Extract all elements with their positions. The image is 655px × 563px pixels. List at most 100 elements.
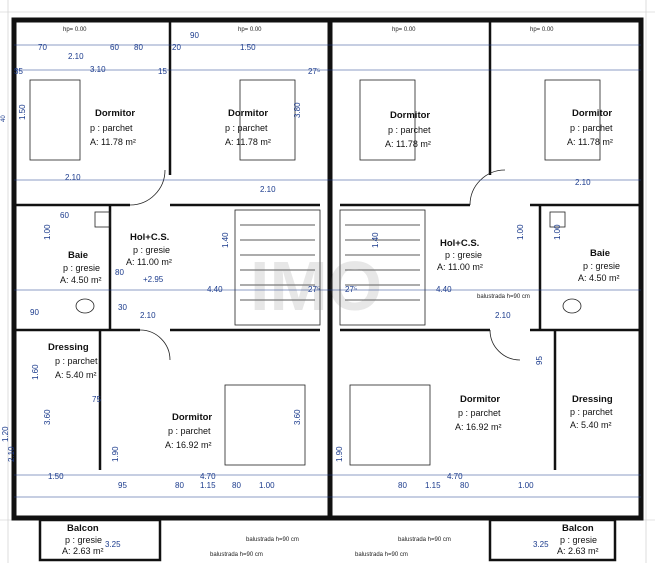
room-floor: p : parchet bbox=[168, 426, 211, 436]
balustrade-note: balustrada h=90 cm bbox=[355, 552, 408, 558]
watermark: IMO bbox=[250, 247, 382, 325]
room-dressing-left: Dressing p : parchet A: 5.40 m² bbox=[48, 342, 98, 380]
room-hol-right: Hol+C.S. p : gresie A: 11.00 m² bbox=[437, 238, 483, 272]
dimension-label: 2.10 bbox=[140, 311, 156, 320]
room-name: Dormitor bbox=[172, 412, 212, 423]
dimension-label: 1.00 bbox=[259, 481, 275, 490]
room-area: A: 11.00 m² bbox=[437, 262, 483, 272]
room-area: A: 16.92 m² bbox=[165, 440, 212, 450]
dimension-label: 30 bbox=[118, 303, 127, 312]
dimension-label: 1.15 bbox=[200, 481, 216, 490]
dimension-label: 1.00 bbox=[553, 224, 562, 240]
room-balcon-right: Balcon p : gresie A: 2.63 m² bbox=[557, 523, 599, 556]
room-floor: p : parchet bbox=[388, 125, 431, 135]
room-name: Hol+C.S. bbox=[130, 232, 169, 243]
dimension-label: 1.90 bbox=[111, 446, 120, 462]
height-note: hp= 0.00 bbox=[238, 27, 262, 33]
room-area: A: 5.40 m² bbox=[570, 420, 612, 430]
dimension-label: 95 bbox=[535, 356, 544, 365]
dimension-label: 2.10 bbox=[575, 178, 591, 187]
room-name: Balcon bbox=[67, 523, 99, 534]
dimension-label: 90 bbox=[190, 31, 199, 40]
dimension-label: 1.50 bbox=[240, 43, 256, 52]
room-floor: p : parchet bbox=[570, 123, 613, 133]
room-area: A: 11.00 m² bbox=[126, 257, 172, 267]
room-floor: p : gresie bbox=[445, 250, 482, 260]
dimension-label: 1.50 bbox=[18, 104, 27, 120]
staircase-right bbox=[339, 209, 426, 326]
dimension-label: 1.00 bbox=[518, 481, 534, 490]
room-name: Dormitor bbox=[460, 394, 500, 405]
room-dormitor-bottom-right: Dormitor p : parchet A: 16.92 m² bbox=[455, 394, 502, 432]
room-floor: p : gresie bbox=[560, 535, 597, 545]
dimension-label: 3.25 bbox=[533, 540, 549, 549]
balustrade-note: balustrada h=90 cm bbox=[210, 552, 263, 558]
room-dormitor-top-3: Dormitor p : parchet A: 11.78 m² bbox=[385, 110, 431, 149]
dimension-label: 35 bbox=[14, 67, 23, 76]
dimension-label: 80 bbox=[398, 481, 407, 490]
level-marker: +2.95 bbox=[143, 275, 164, 284]
room-dormitor-top-1: Dormitor p : parchet A: 11.78 m² bbox=[90, 108, 136, 147]
room-area: A: 4.50 m² bbox=[60, 275, 102, 285]
height-note: hp= 0.00 bbox=[63, 27, 87, 33]
room-area: A: 11.78 m² bbox=[567, 137, 613, 147]
balustrade-note: balustrada h=90 cm bbox=[246, 537, 299, 543]
dimension-label: 4.40 bbox=[207, 285, 223, 294]
room-baie-right: Baie p : gresie A: 4.50 m² bbox=[578, 248, 620, 283]
room-name: Dormitor bbox=[228, 108, 268, 119]
dimension-label: 2.10 bbox=[260, 185, 276, 194]
dimension-label: 3.80 bbox=[293, 102, 302, 118]
staircase-left bbox=[234, 209, 321, 326]
dimension-label: 1.15 bbox=[425, 481, 441, 490]
dimension-label: 2.10 bbox=[495, 311, 511, 320]
room-area: A: 4.50 m² bbox=[578, 273, 620, 283]
room-area: A: 16.92 m² bbox=[455, 422, 502, 432]
room-balcon-left: Balcon p : gresie A: 2.63 m² bbox=[62, 523, 104, 556]
dimension-label: 1.40 bbox=[371, 232, 380, 248]
dimension-label: 1.50 bbox=[48, 472, 64, 481]
dimension-label: 80 bbox=[460, 481, 469, 490]
room-dormitor-bottom-left: Dormitor p : parchet A: 16.92 m² bbox=[165, 412, 212, 450]
dimension-label: 27⁵ bbox=[308, 285, 320, 294]
dimension-label: 80 bbox=[232, 481, 241, 490]
room-floor: p : parchet bbox=[90, 123, 133, 133]
room-floor: p : parchet bbox=[570, 407, 613, 417]
room-dressing-right: Dressing p : parchet A: 5.40 m² bbox=[570, 394, 613, 430]
room-floor: p : parchet bbox=[55, 356, 98, 366]
room-area: A: 11.78 m² bbox=[225, 137, 271, 147]
room-name: Balcon bbox=[562, 523, 594, 534]
dimension-label: 1.90 bbox=[335, 446, 344, 462]
room-floor: p : gresie bbox=[63, 263, 100, 273]
dimension-label: 2.10 bbox=[68, 52, 84, 61]
room-hol-left: Hol+C.S. p : gresie A: 11.00 m² bbox=[126, 232, 172, 267]
room-area: A: 11.78 m² bbox=[385, 139, 431, 149]
notes: hp= 0.00 hp= 0.00 hp= 0.00 hp= 0.00 balu… bbox=[63, 27, 554, 558]
room-floor: p : parchet bbox=[458, 408, 501, 418]
dimension-label: 1.00 bbox=[43, 224, 52, 240]
dimension-label: 80 bbox=[134, 43, 143, 52]
dimension-label: 3.10 bbox=[90, 65, 106, 74]
room-floor: p : gresie bbox=[65, 535, 102, 545]
room-floor: p : gresie bbox=[583, 261, 620, 271]
dimension-label: 3.25 bbox=[105, 540, 121, 549]
furniture bbox=[29, 79, 601, 466]
dimension-label: 80 bbox=[115, 268, 124, 277]
room-labels: Dormitor p : parchet A: 11.78 m² Dormito… bbox=[48, 108, 620, 556]
room-name: Hol+C.S. bbox=[440, 238, 479, 249]
room-name: Baie bbox=[590, 248, 610, 259]
room-name: Baie bbox=[68, 250, 88, 261]
dimension-label: 3.60 bbox=[293, 409, 302, 425]
dimension-label: 27⁵ bbox=[345, 285, 357, 294]
dimension-label: 27⁵ bbox=[308, 67, 320, 76]
dimension-label: 75 bbox=[92, 395, 101, 404]
dimension-lines bbox=[14, 44, 641, 498]
dimension-label: 2.10 bbox=[65, 173, 81, 182]
room-name: Dormitor bbox=[95, 108, 135, 119]
height-note: hp= 0.00 bbox=[392, 27, 416, 33]
dimension-label: 20 bbox=[172, 43, 181, 52]
dimension-label: 4.40 bbox=[436, 285, 452, 294]
room-area: A: 5.40 m² bbox=[55, 370, 97, 380]
room-name: Dressing bbox=[48, 342, 89, 353]
dimension-label: 2.10 bbox=[7, 446, 16, 462]
dimension-texts: 70 2.10 60 80 20 90 1.50 35 3.10 15 27⁵ … bbox=[1, 31, 591, 549]
